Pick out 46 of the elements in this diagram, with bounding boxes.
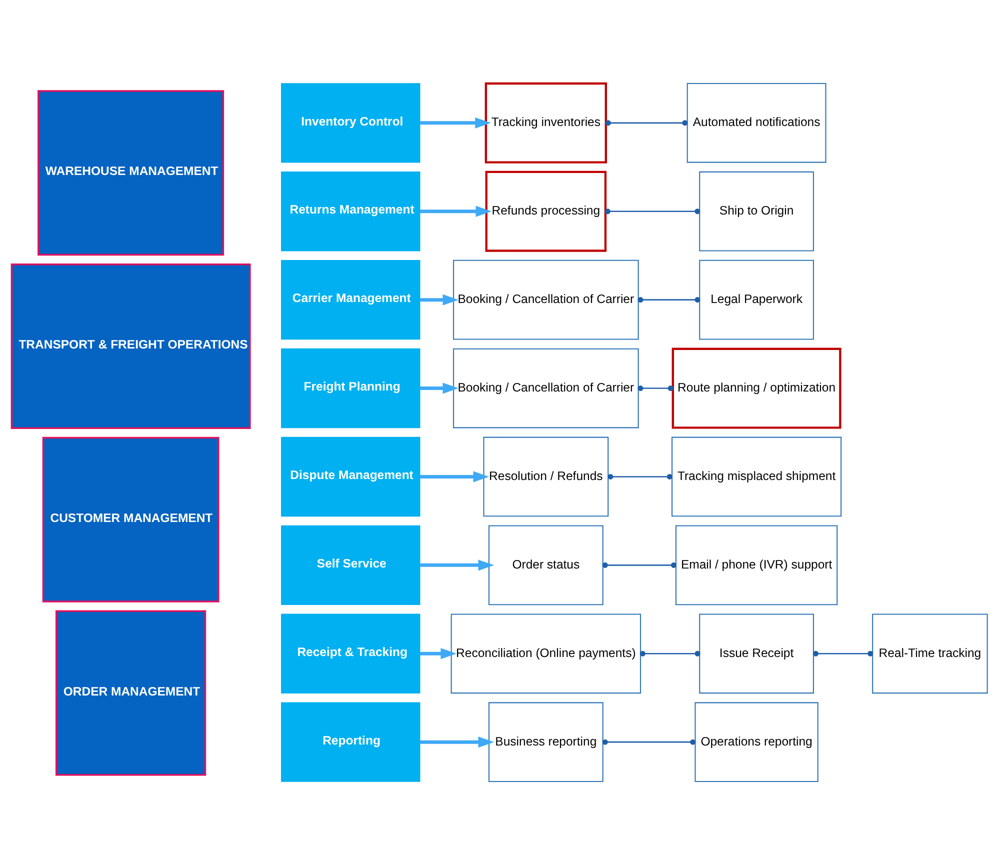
connector: [605, 120, 688, 126]
arrow: [420, 116, 491, 128]
node-box: Booking / Cancellation of Carrier: [453, 259, 639, 340]
node-box: Dispute Management: [281, 436, 420, 516]
node-box: Freight Planning: [281, 348, 420, 428]
node-box: CUSTOMER MANAGEMENT: [42, 436, 220, 602]
node-box: Tracking misplaced shipment: [672, 436, 842, 516]
connector: [812, 650, 874, 656]
node-box: Inventory Control: [281, 82, 420, 162]
node-box: Legal Paperwork: [699, 259, 814, 340]
node-box: Refunds processing: [485, 170, 607, 252]
arrow: [420, 559, 494, 570]
node-box: Operations reporting: [694, 702, 818, 782]
node-box: Reconciliation (Online payments): [450, 613, 642, 694]
node-box: Real-Time tracking: [872, 613, 988, 694]
arrow: [420, 470, 490, 482]
node-box: Automated notifications: [686, 82, 826, 162]
node-box: Order status: [488, 524, 604, 605]
node-box: Email / phone (IVR) support: [675, 524, 838, 605]
node-box: Business reporting: [488, 702, 604, 782]
node-box: Receipt & Tracking: [281, 613, 420, 693]
node-box: Ship to Origin: [699, 170, 814, 251]
connector: [638, 385, 674, 391]
node-box: Route planning / optimization: [672, 347, 842, 428]
node-box: Booking / Cancellation of Carrier: [453, 348, 639, 428]
node-box: Resolution / Refunds: [483, 436, 609, 516]
node-box: Returns Management: [281, 171, 420, 251]
arrow: [420, 205, 492, 216]
connector: [602, 738, 696, 744]
node-box: Self Service: [281, 524, 420, 605]
node-box: TRANSPORT & FREIGHT OPERATIONS: [10, 262, 251, 428]
connector: [602, 562, 676, 568]
arrow: [420, 648, 456, 659]
arrow: [420, 382, 459, 394]
node-box: Reporting: [281, 702, 420, 782]
node-box: WAREHOUSE MANAGEMENT: [38, 90, 224, 256]
connector: [604, 208, 700, 214]
node-box: ORDER MANAGEMENT: [55, 610, 206, 776]
arrow: [420, 294, 459, 305]
node-box: Issue Receipt: [699, 613, 814, 694]
arrow: [420, 736, 494, 748]
node-box: Tracking inventories: [484, 82, 607, 163]
node-box: Carrier Management: [281, 259, 420, 340]
connector: [638, 296, 700, 302]
connector: [640, 650, 700, 656]
connector: [608, 473, 672, 479]
